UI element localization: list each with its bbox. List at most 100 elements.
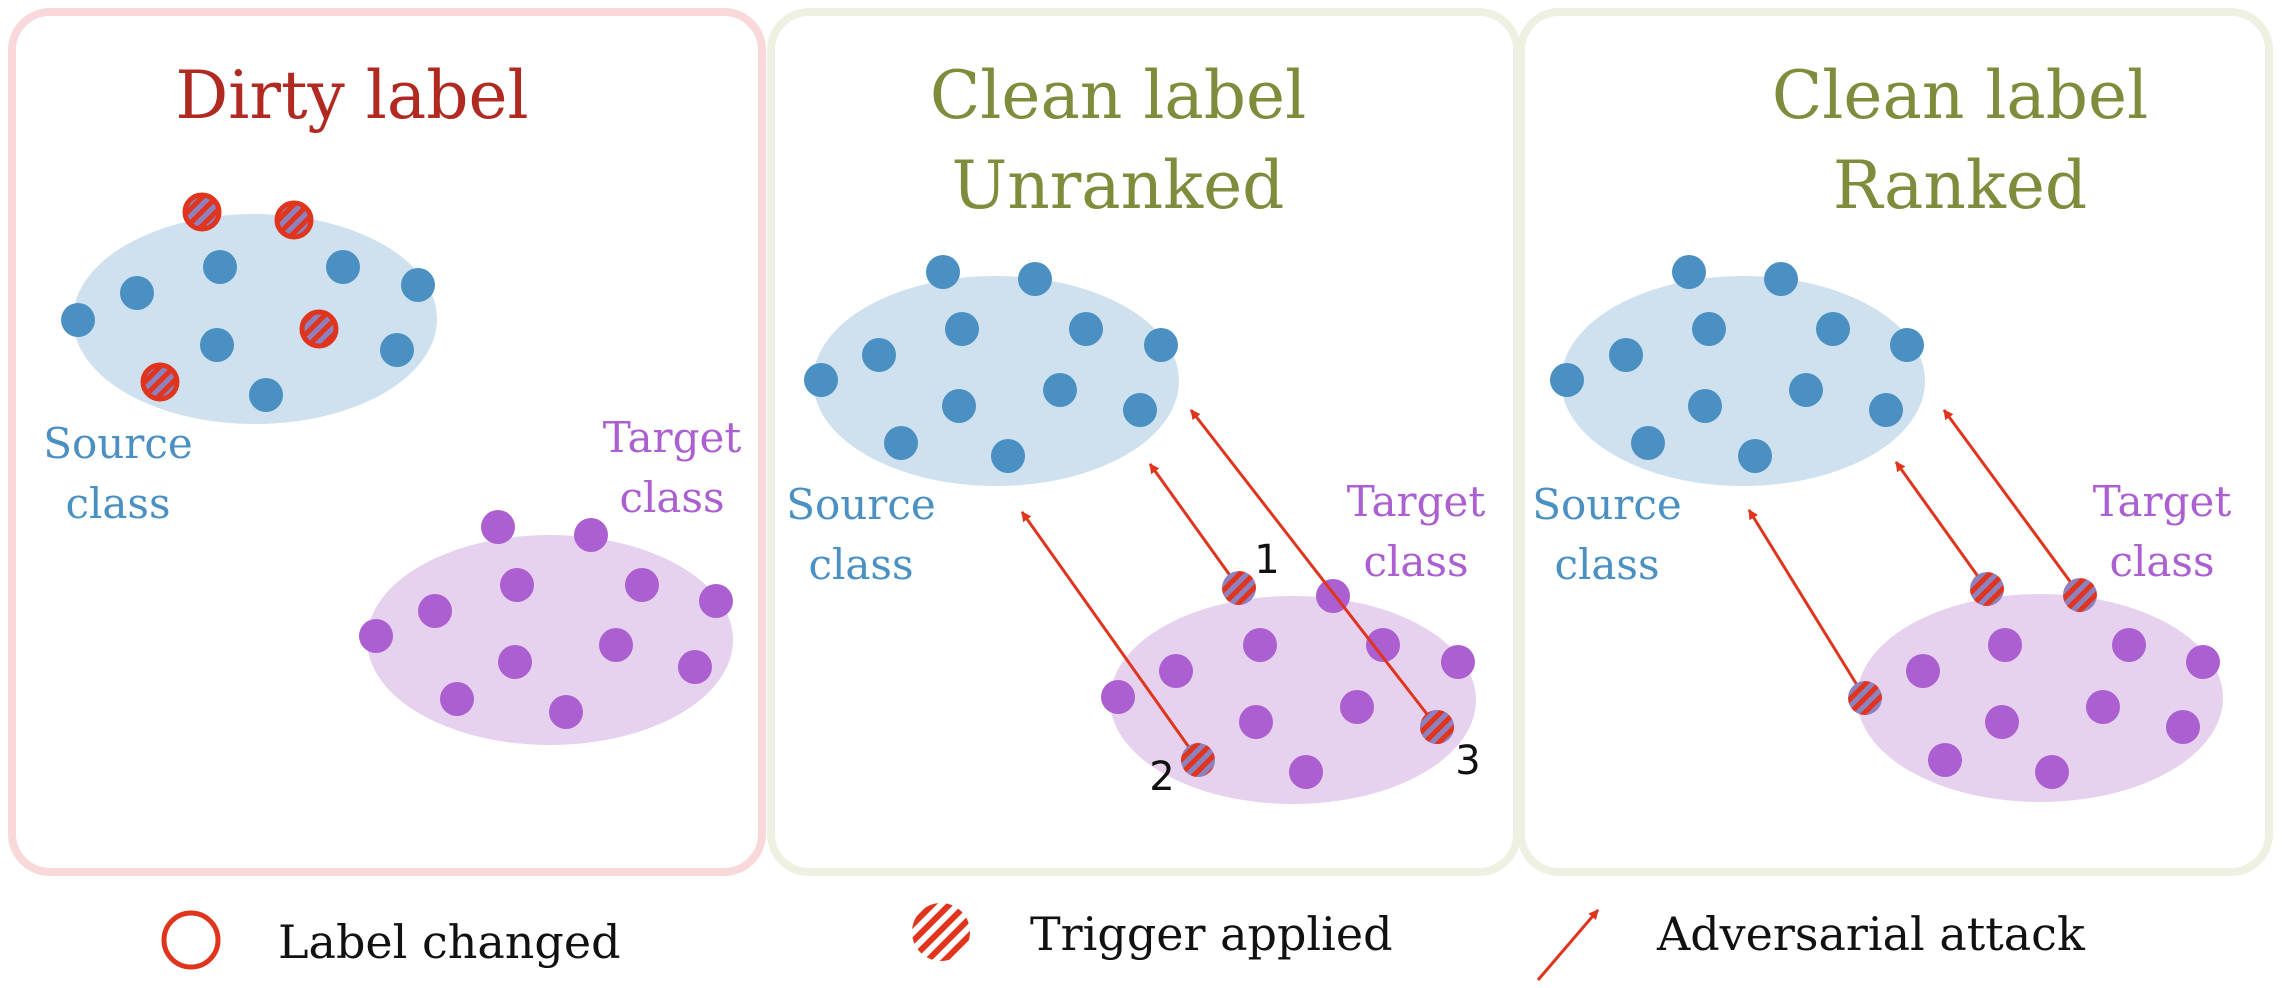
trigger-applied-points bbox=[1848, 572, 2097, 715]
adversarial-attack-arrow bbox=[1942, 409, 2082, 596]
target-class-label: class bbox=[619, 473, 724, 522]
source-point bbox=[1609, 338, 1643, 372]
target-point bbox=[2186, 645, 2220, 679]
adversarial-attack-arrow bbox=[1747, 509, 1867, 699]
target-point bbox=[549, 695, 583, 729]
source-point bbox=[1550, 363, 1584, 397]
target-point bbox=[481, 510, 515, 544]
source-class-label: Source bbox=[786, 480, 936, 529]
source-point bbox=[200, 328, 234, 362]
target-point bbox=[418, 594, 452, 628]
source-point bbox=[380, 333, 414, 367]
source-point bbox=[926, 255, 960, 289]
panel-title: Clean label bbox=[1772, 57, 2148, 134]
target-point bbox=[440, 682, 474, 716]
panel-subtitle: Unranked bbox=[952, 147, 1285, 224]
source-point bbox=[1631, 426, 1665, 460]
label-changed-point bbox=[140, 362, 180, 402]
target-point bbox=[500, 568, 534, 602]
panel-clean-label-ranked: Clean label Ranked Source class Target c… bbox=[1517, 8, 2273, 876]
target-point bbox=[1289, 755, 1323, 789]
target-points bbox=[359, 510, 733, 729]
target-point bbox=[625, 568, 659, 602]
panel-border bbox=[1517, 8, 2273, 876]
target-point bbox=[599, 628, 633, 662]
source-point bbox=[203, 250, 237, 284]
source-class-label: class bbox=[1554, 540, 1659, 589]
source-points bbox=[804, 255, 1178, 473]
legend: Label changed Trigger applied Adversaria… bbox=[161, 903, 2086, 981]
target-point bbox=[1340, 690, 1374, 724]
source-point bbox=[1123, 393, 1157, 427]
source-point bbox=[1043, 373, 1077, 407]
legend-adversarial-attack: Adversarial attack bbox=[1656, 907, 2086, 961]
target-point bbox=[2112, 628, 2146, 662]
target-class-label: class bbox=[1363, 537, 1468, 586]
source-point bbox=[1789, 373, 1823, 407]
target-class-label: Target bbox=[603, 413, 742, 462]
label-changed-legend-icon bbox=[161, 910, 221, 970]
source-point bbox=[1069, 312, 1103, 346]
source-point bbox=[1692, 312, 1726, 346]
panel-title: Dirty label bbox=[175, 57, 528, 134]
label-changed-points bbox=[140, 192, 339, 402]
source-point bbox=[884, 426, 918, 460]
point-number-3: 3 bbox=[1455, 738, 1480, 784]
legend-trigger-applied: Trigger applied bbox=[1030, 907, 1393, 961]
panel-dirty-label: Dirty label Source class bbox=[8, 8, 766, 876]
target-point bbox=[1988, 628, 2022, 662]
point-number-2: 2 bbox=[1149, 754, 1174, 800]
label-changed-point bbox=[299, 309, 339, 349]
trigger-applied-point bbox=[1222, 571, 1256, 605]
target-class-label: class bbox=[2109, 537, 2214, 586]
source-points bbox=[1550, 255, 1924, 473]
target-point bbox=[699, 584, 733, 618]
trigger-applied-point bbox=[1181, 743, 1215, 777]
target-point bbox=[678, 650, 712, 684]
target-point bbox=[1239, 705, 1273, 739]
point-number-1: 1 bbox=[1254, 537, 1279, 583]
source-points bbox=[61, 250, 435, 412]
source-point bbox=[1890, 328, 1924, 362]
target-points bbox=[1906, 628, 2220, 789]
target-point bbox=[1243, 628, 1277, 662]
label-changed-point bbox=[274, 200, 314, 240]
trigger-applied-point bbox=[1420, 710, 1454, 744]
adversarial-attack-arrow bbox=[1189, 409, 1439, 728]
source-point bbox=[991, 439, 1025, 473]
trigger-applied-point bbox=[1848, 681, 1882, 715]
source-point bbox=[1688, 389, 1722, 423]
source-class-label: class bbox=[65, 479, 170, 528]
target-point bbox=[359, 619, 393, 653]
panel-subtitle: Ranked bbox=[1833, 147, 2087, 224]
target-point bbox=[1928, 743, 1962, 777]
target-class-label: Target bbox=[2093, 477, 2232, 526]
source-point bbox=[1144, 328, 1178, 362]
adversarial-attack-legend-icon bbox=[1536, 909, 1600, 981]
target-point bbox=[1366, 628, 1400, 662]
trigger-applied-point bbox=[2063, 578, 2097, 612]
trigger-applied-legend-icon bbox=[912, 903, 970, 961]
source-point bbox=[61, 303, 95, 337]
source-point bbox=[1764, 262, 1798, 296]
target-class-label: Target bbox=[1347, 477, 1486, 526]
target-point bbox=[1159, 654, 1193, 688]
target-point bbox=[574, 518, 608, 552]
source-point bbox=[1018, 262, 1052, 296]
legend-label-changed: Label changed bbox=[278, 915, 621, 969]
source-point bbox=[249, 378, 283, 412]
target-point bbox=[2086, 690, 2120, 724]
source-point bbox=[120, 276, 154, 310]
source-class-label: Source bbox=[1532, 480, 1682, 529]
source-point bbox=[1816, 312, 1850, 346]
target-point bbox=[1441, 645, 1475, 679]
target-point bbox=[1985, 705, 2019, 739]
label-changed-point bbox=[182, 192, 222, 232]
source-point bbox=[1869, 393, 1903, 427]
panel-clean-label-unranked: Clean label Unranked Source class Target… bbox=[767, 8, 1521, 876]
source-point bbox=[862, 338, 896, 372]
source-point bbox=[804, 363, 838, 397]
target-point bbox=[498, 645, 532, 679]
source-class-label: class bbox=[808, 540, 913, 589]
